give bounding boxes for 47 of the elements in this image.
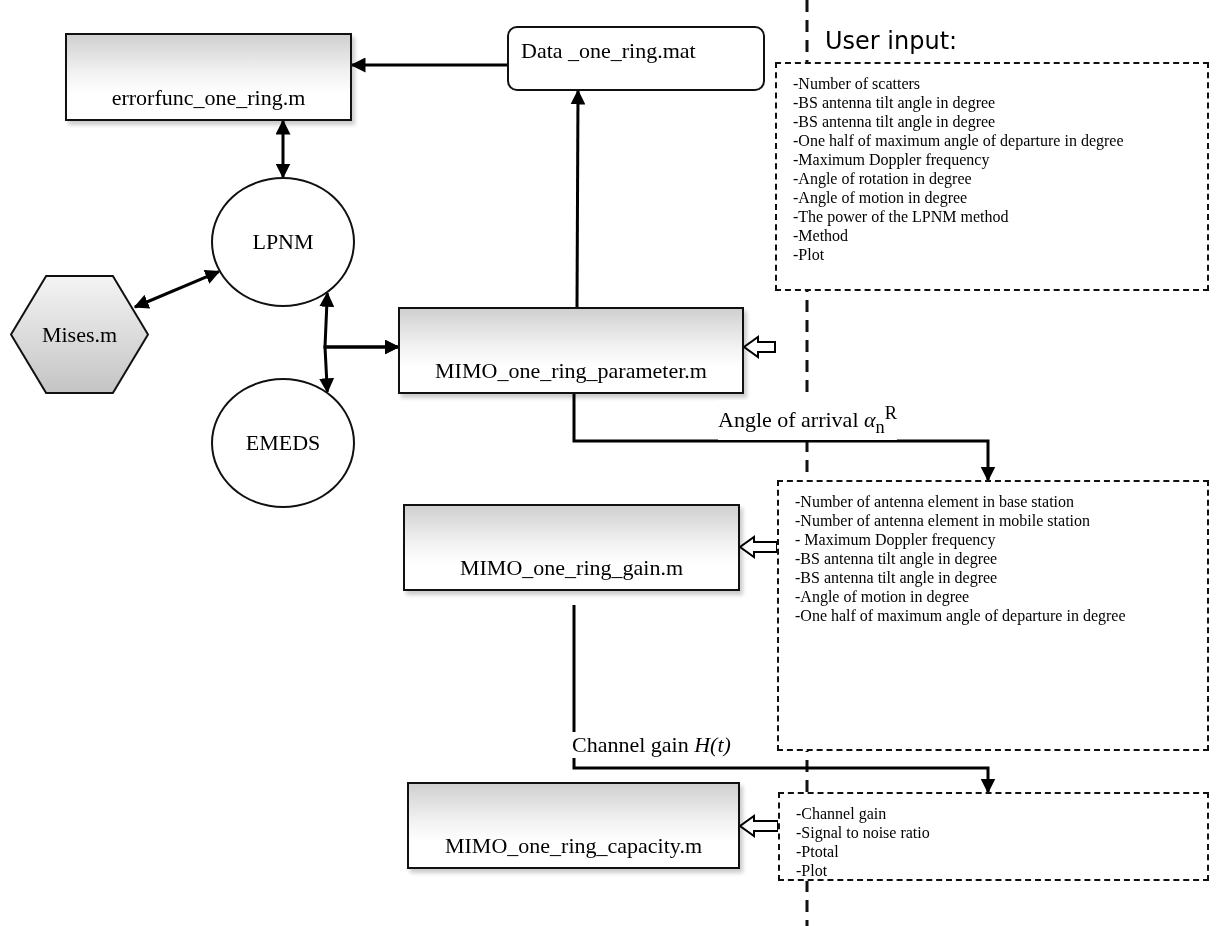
input-list-box [775,62,1209,291]
hollow-arrow [742,335,776,359]
input-item: -Maximum Doppler frequency [793,150,991,169]
input-item: -Number of scatters [793,74,922,93]
arrow [133,269,221,309]
hollow-arrow [738,814,779,838]
input-item: -One half of maximum angle of departure in degree [793,131,1125,150]
input-item: -Plot [793,245,826,264]
input-item: -Channel gain [796,804,888,823]
data-box [507,26,765,91]
input-item: -BS antenna tilt angle in degree [793,93,997,112]
process-box [65,33,352,121]
node-label: MIMO_one_ring_parameter.m [435,358,707,384]
node-label: Data _one_ring.mat [521,38,696,63]
input-item: -Angle of motion in degree [795,587,971,606]
function-hexagon [10,275,149,394]
input-item: - Maximum Doppler frequency [795,530,997,549]
input-item: -BS antenna tilt angle in degree [795,568,999,587]
input-item: -Ptotal [796,842,840,861]
input-item: -Number of antenna element in mobile station [795,511,1092,530]
input-item: -Angle of rotation in degree [793,169,973,188]
hollow-arrow [738,535,778,559]
arrow [275,119,291,179]
input-item: -The power of the LPNM method [793,207,1010,226]
node-label: Mises.m [41,321,118,348]
node-label: errorfunc_one_ring.m [111,85,306,111]
arrow [572,605,996,794]
arrow [570,89,586,307]
input-item: -BS antenna tilt angle in degree [795,549,999,568]
node-label: EMEDS [245,430,321,456]
input-item: -Plot [796,861,829,880]
arrow [572,394,996,482]
process-box [407,782,740,869]
node-label: LPNM [252,229,314,255]
process-box [403,504,740,591]
input-item: -Angle of motion in degree [793,188,969,207]
edge-label: Channel gain H(t) [572,732,731,758]
node-label: MIMO_one_ring_capacity.m [445,833,702,859]
process-box [398,307,744,394]
input-item: -Number of antenna element in base station [795,492,1075,511]
input-item: -Signal to noise ratio [796,823,931,842]
input-item: -One half of maximum angle of departure in degree [795,606,1127,625]
input-item: -BS antenna tilt angle in degree [793,112,997,131]
input-list-box [777,480,1209,751]
node-label: MIMO_one_ring_gain.m [460,555,683,581]
input-list-box [778,792,1209,881]
input-item: -Method [793,226,850,245]
